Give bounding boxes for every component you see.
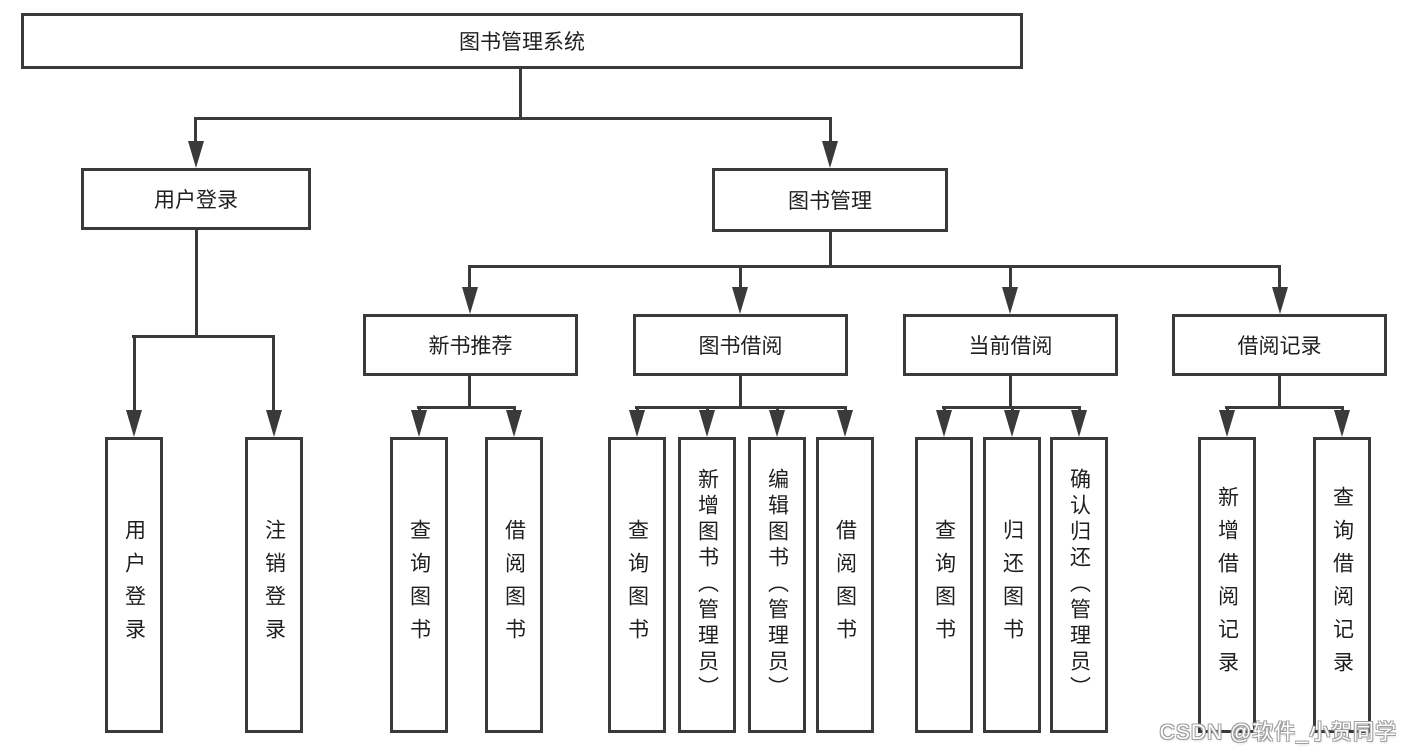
arrow-down-icon (629, 410, 645, 437)
node-label: 新书推荐 (428, 335, 513, 358)
arrow-down-icon (769, 410, 785, 437)
arrow-down-icon (462, 287, 478, 314)
arrow-down-icon (699, 410, 715, 437)
arrow-down-icon (506, 410, 522, 437)
node-library-management-system: 图书管理系统 (21, 13, 1023, 69)
leaf-query-books-current: 查询图书 (915, 437, 973, 733)
connector-line (195, 230, 198, 337)
leaf-query-books-recommend: 查询图书 (390, 437, 448, 733)
node-user-login: 用户登录 (81, 168, 311, 230)
leaf-logout-login: 注销登录 (245, 437, 303, 733)
arrow-down-icon (732, 287, 748, 314)
connector-line (519, 69, 522, 118)
node-book-borrowing: 图书借阅 (633, 314, 848, 376)
arrow-down-icon (1334, 410, 1350, 437)
node-new-book-recommendation: 新书推荐 (363, 314, 578, 376)
arrow-down-icon (1219, 410, 1235, 437)
leaf-query-books-borrowing: 查询图书 (608, 437, 666, 733)
leaf-add-borrow-record: 新增借阅记录 (1198, 437, 1256, 733)
connector-line (739, 265, 742, 289)
node-label: 归还图书 (1000, 519, 1024, 651)
node-label: 图书管理 (788, 190, 872, 213)
leaf-query-borrow-record: 查询借阅记录 (1313, 437, 1371, 733)
arrow-down-icon (266, 410, 282, 437)
node-book-management: 图书管理 (712, 168, 948, 232)
connector-line (829, 117, 832, 144)
arrow-down-icon (837, 410, 853, 437)
node-borrowing-records: 借阅记录 (1172, 314, 1387, 376)
node-label: 查询借阅记录 (1330, 486, 1354, 684)
connector-line (133, 335, 136, 412)
node-label: 编辑图书（管理员） (765, 468, 789, 702)
node-label: 当前借阅 (968, 335, 1053, 358)
node-label: 借阅图书 (502, 519, 526, 651)
arrow-down-icon (1272, 287, 1288, 314)
leaf-borrow-books-borrowing: 借阅图书 (816, 437, 874, 733)
connector-line (468, 265, 471, 289)
arrow-down-icon (411, 410, 427, 437)
watermark: CSDN @软件_小贺同学 (1159, 721, 1397, 744)
node-label: 图书管理系统 (459, 31, 585, 54)
arrow-down-icon (936, 410, 952, 437)
node-label: 图书借阅 (698, 335, 783, 358)
connector-line (468, 265, 1281, 268)
arrow-down-icon (1002, 287, 1018, 314)
arrow-down-icon (188, 141, 204, 168)
arrow-down-icon (822, 141, 838, 168)
leaf-user-login: 用户登录 (105, 437, 163, 733)
arrow-down-icon (1004, 410, 1020, 437)
node-label: 借阅图书 (833, 519, 857, 651)
connector-line (194, 117, 832, 120)
connector-line (1225, 406, 1344, 409)
leaf-edit-book-admin: 编辑图书（管理员） (748, 437, 806, 733)
node-label: 注销登录 (262, 519, 286, 651)
arrow-down-icon (1071, 410, 1087, 437)
connector-line (739, 376, 742, 409)
leaf-confirm-return-admin: 确认归还（管理员） (1050, 437, 1108, 733)
node-label: 新增图书（管理员） (695, 468, 719, 702)
connector-line (468, 376, 471, 409)
node-label: 查询图书 (625, 519, 649, 651)
leaf-borrow-books-recommend: 借阅图书 (485, 437, 543, 733)
connector-line (272, 335, 275, 412)
connector-line (132, 335, 275, 338)
node-label: 用户登录 (154, 189, 238, 212)
connector-line (417, 406, 516, 409)
node-label: 新增借阅记录 (1215, 486, 1239, 684)
connector-line (1009, 376, 1012, 409)
node-label: 借阅记录 (1237, 335, 1322, 358)
connector-line (1009, 265, 1012, 289)
arrow-down-icon (126, 410, 142, 437)
connector-line (194, 117, 197, 144)
node-label: 查询图书 (932, 519, 956, 651)
connector-line (635, 406, 846, 409)
node-label: 确认归还（管理员） (1067, 468, 1091, 702)
leaf-add-book-admin: 新增图书（管理员） (678, 437, 736, 733)
leaf-return-book: 归还图书 (983, 437, 1041, 733)
connector-line (1278, 376, 1281, 409)
node-label: 查询图书 (407, 519, 431, 651)
connector-line (1278, 265, 1281, 289)
node-current-borrowing: 当前借阅 (903, 314, 1118, 376)
connector-line (829, 232, 832, 268)
node-label: 用户登录 (122, 519, 146, 651)
